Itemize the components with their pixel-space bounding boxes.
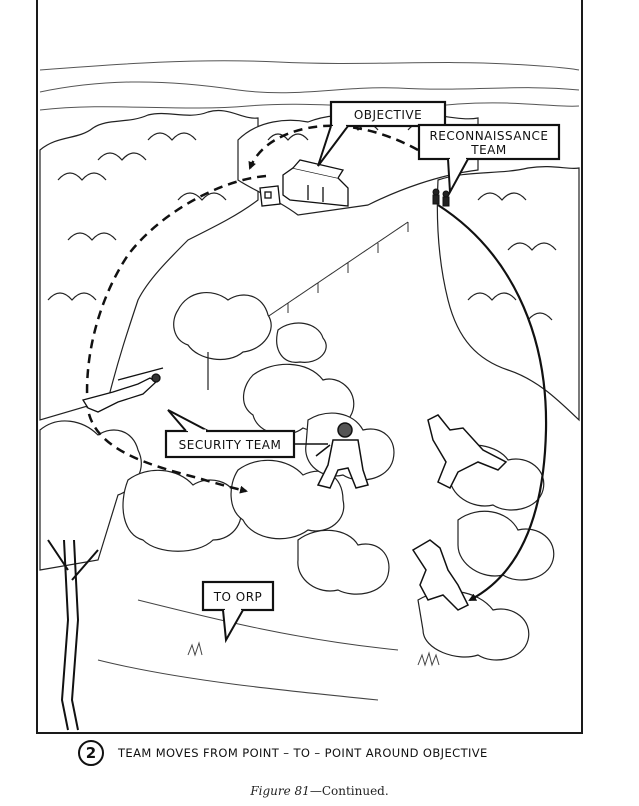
callout-security-team: SECURITY TEAM [164,409,328,459]
dashed-route-top [248,124,419,170]
callout-recon-line1: RECONNAISSANCE [429,129,548,143]
dashed-route [85,174,267,494]
callout-to-orp: TO ORP [201,580,275,644]
callout-security-label: SECURITY TEAM [179,438,282,452]
figure-label: Figure 81—Continued. [0,784,639,798]
foreground-tree [47,539,99,731]
step-number-badge: 2 [78,740,104,766]
callout-objective-label: OBJECTIVE [354,108,422,122]
walking-soldier-ghost [427,414,508,490]
solid-route [437,204,548,601]
figure-frame: OBJECTIVE RECONNAISSANCE TEAM SECURITY T… [36,0,583,734]
left-forest [39,110,259,421]
right-forest [436,165,580,422]
callout-to-orp-label: TO ORP [213,590,263,604]
callout-recon-team: RECONNAISSANCE TEAM [417,123,561,196]
ground-lines [97,599,440,701]
step-caption-text: TEAM MOVES FROM POINT – TO – POINT AROUN… [118,746,488,760]
prone-soldiers [81,367,164,413]
step-caption: 2 TEAM MOVES FROM POINT – TO – POINT ARO… [78,738,488,768]
fence-line [247,221,409,333]
step-number: 2 [85,744,97,762]
kneeling-soldier [315,422,369,489]
scene-illustration: OBJECTIVE RECONNAISSANCE TEAM SECURITY T… [39,60,580,731]
crouching-soldier-ghost [411,539,470,611]
callout-objective: OBJECTIVE [317,100,447,167]
distant-hills [39,60,580,111]
figure-label-suffix: —Continued. [309,784,389,798]
callout-recon-line2: TEAM [470,143,506,157]
objective-building [259,159,349,207]
recon-team-figures [432,188,450,207]
figure-label-number: Figure 81 [250,784,310,798]
